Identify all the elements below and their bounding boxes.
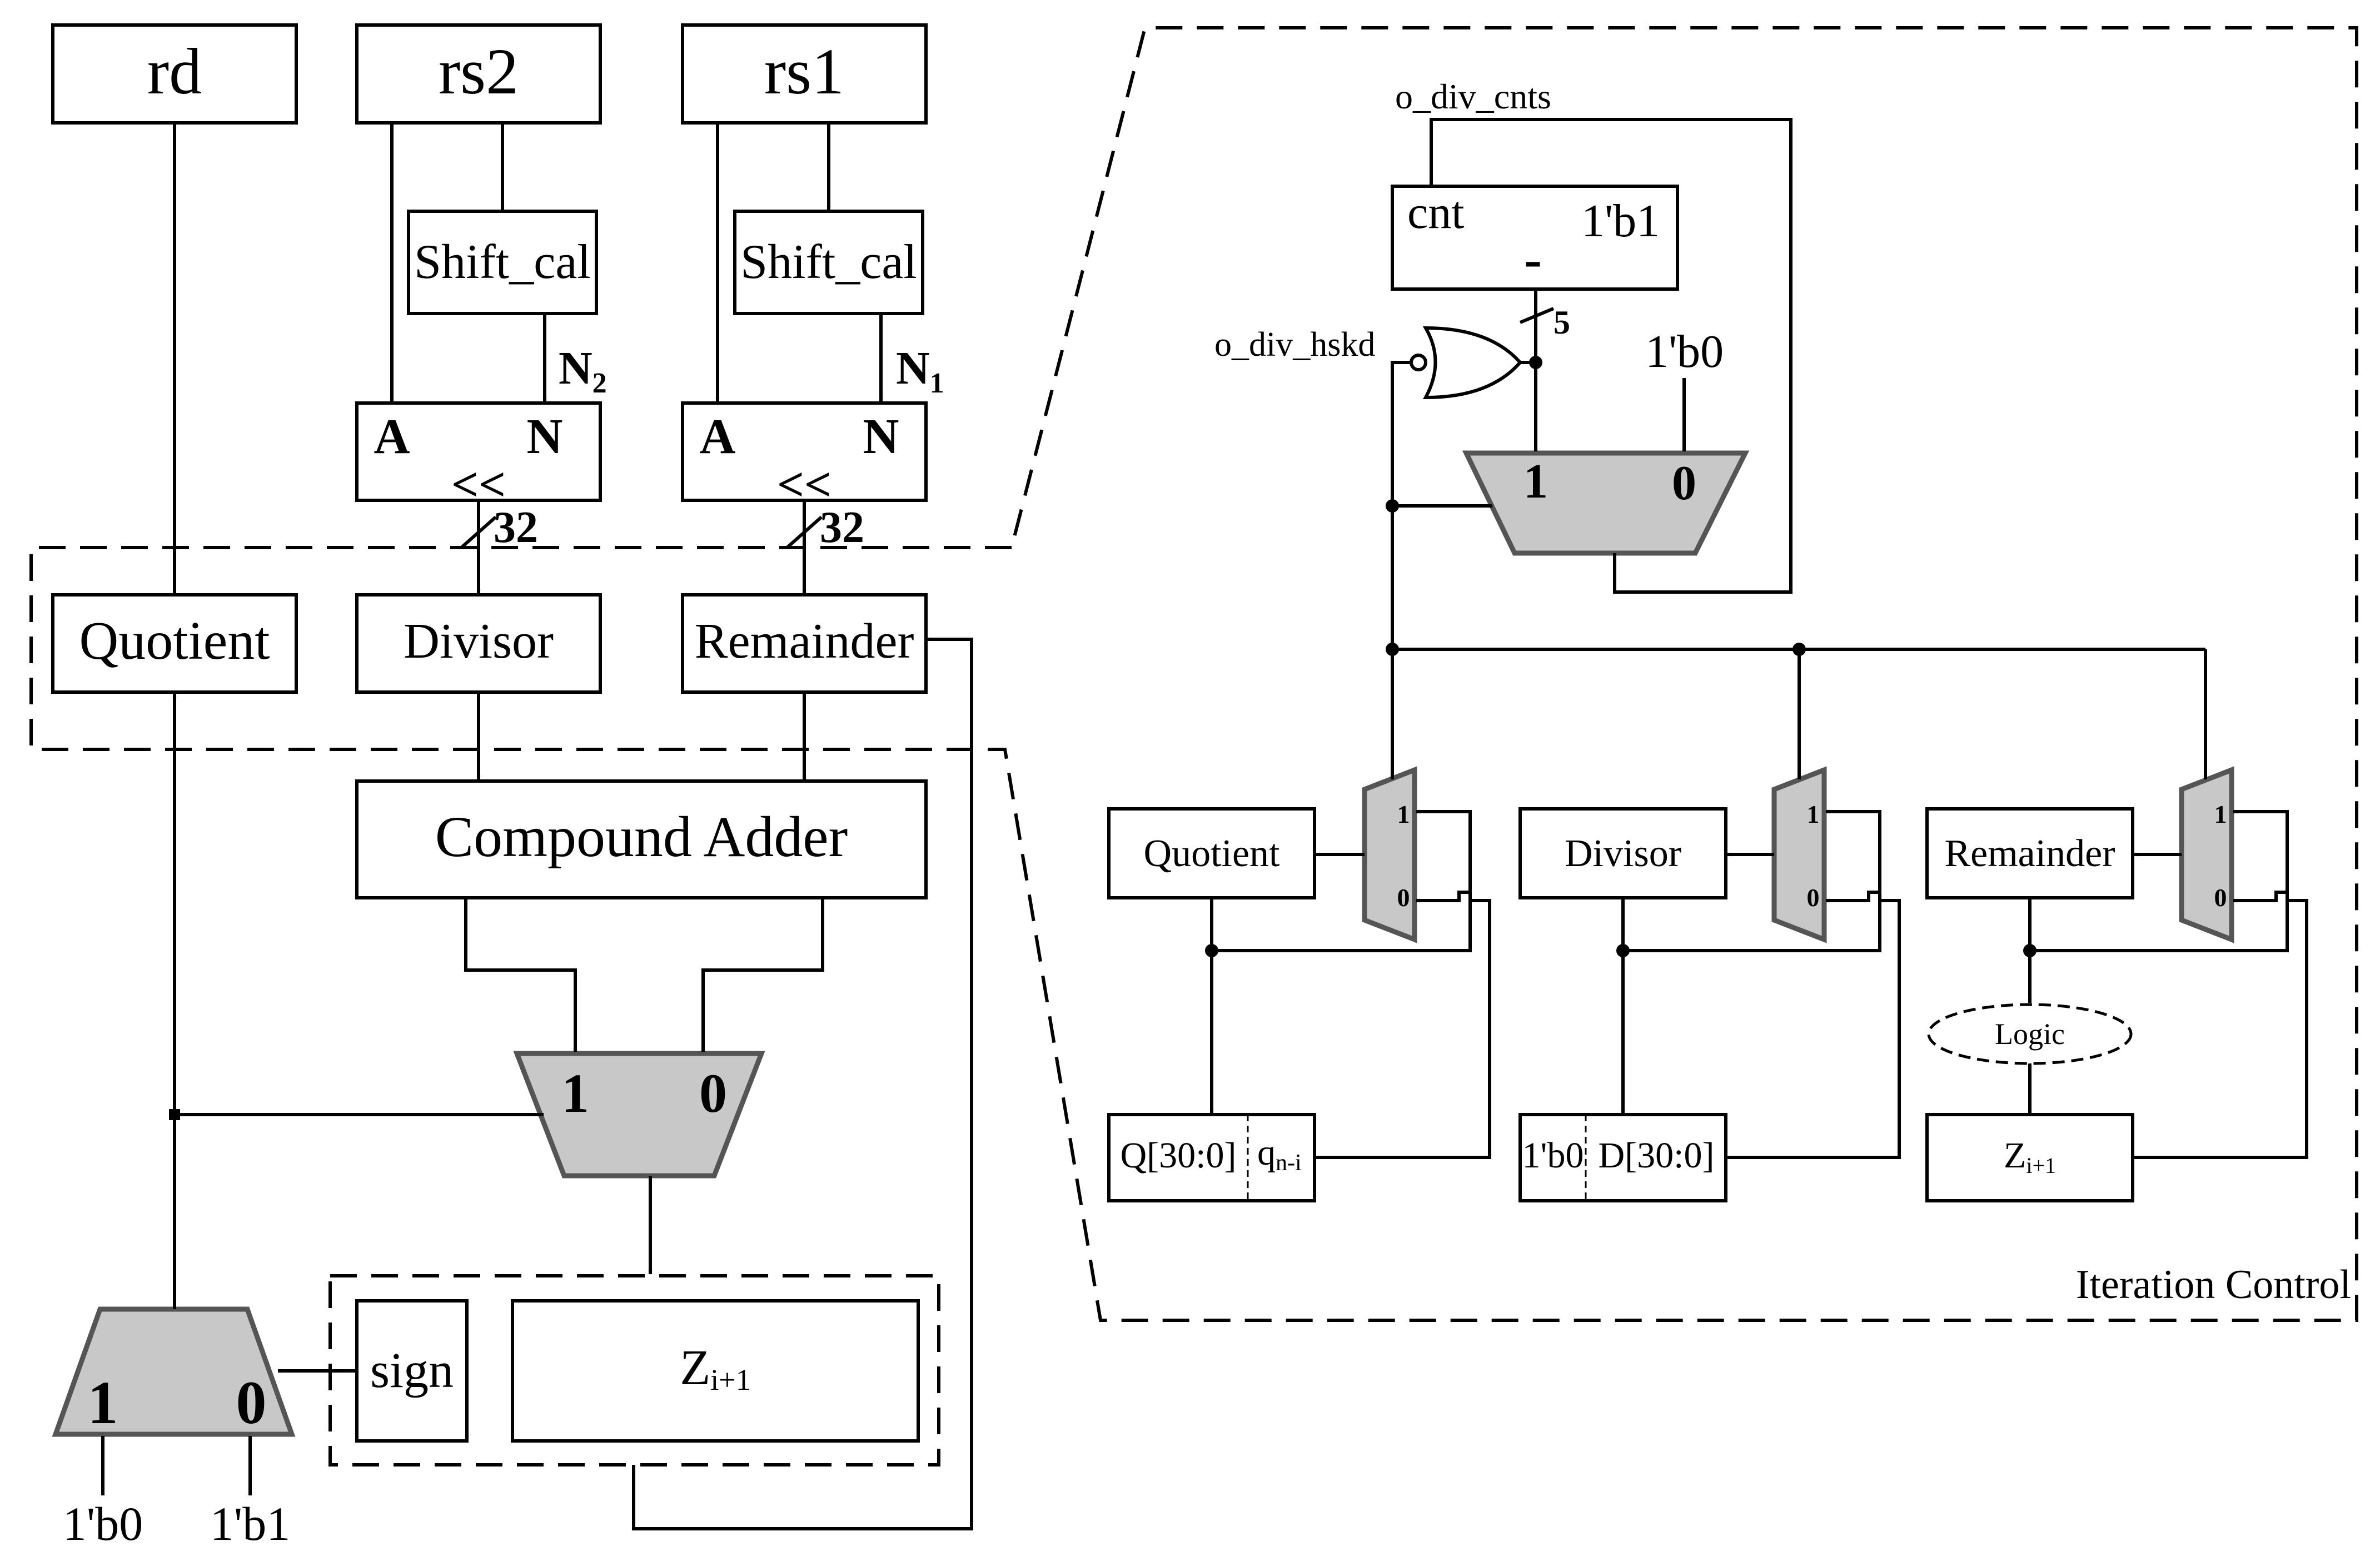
n1-label: N1 (896, 342, 944, 399)
iteration-control-label: Iteration Control (2076, 1262, 2351, 1308)
cnt-label: cnt (1407, 187, 1465, 238)
logic-block: Logic (1927, 1003, 2133, 1065)
adder-mux-in0: 0 (699, 1062, 727, 1124)
quotient-bit-mux: 1 0 (52, 1306, 296, 1437)
rs2-label: rs2 (439, 35, 519, 108)
iter-divisor-label: Divisor (1565, 832, 1681, 875)
quotient-update-mux: 1 0 (1362, 766, 1417, 943)
shifter-rs2: A N << (355, 401, 602, 511)
z-next-box: Zi+1 (511, 1299, 920, 1443)
q-mux-in0: 0 (1397, 883, 1410, 912)
sign-bit-box: sign (355, 1299, 469, 1443)
shifter-rs1-n: N (863, 409, 899, 464)
divisor-register: Divisor (355, 593, 602, 694)
width-32-rs2: 32 (494, 503, 538, 552)
o-div-hskd-label: o_div_hskd (1214, 326, 1375, 364)
iter-z-box: Zi+1 (1925, 1113, 2134, 1202)
width-5-label: 5 (1554, 304, 1570, 341)
shifter-rs1-a: A (700, 409, 736, 464)
remainder-register: Remainder (681, 593, 928, 694)
quotient-mux-in0: 0 (236, 1369, 267, 1436)
d-mux-in0: 0 (1807, 883, 1820, 912)
iter-divisor-register: Divisor (1518, 807, 1727, 899)
shift-cal-rs2-label: Shift_cal (414, 235, 591, 289)
counter-mux-in0: 0 (1672, 456, 1696, 510)
q-lsb-label: qn-i (1257, 1132, 1302, 1176)
counter-box: cnt 1'b1 - (1391, 185, 1679, 291)
iter-remainder-register: Remainder (1925, 807, 2134, 899)
const-1b0-label: 1'b0 (63, 1497, 143, 1550)
quotient-register: Quotient (51, 593, 298, 694)
iter-quotient-register: Quotient (1107, 807, 1316, 899)
divisor-label: Divisor (404, 614, 554, 669)
iter-remainder-label: Remainder (1944, 832, 2115, 875)
shifter-rs2-n: N (527, 409, 563, 464)
d-mux-in1: 1 (1807, 800, 1820, 828)
adder-result-mux: 1 0 (513, 1051, 765, 1179)
counter-select-mux: 1 0 (1462, 450, 1750, 556)
r-mux-in1: 1 (2214, 800, 2227, 828)
const-1b1-label: 1'b1 (210, 1497, 291, 1550)
register-group-dashed-outline (29, 26, 2358, 1322)
remainder-label: Remainder (695, 614, 914, 669)
adder-mux-in1: 1 (561, 1062, 589, 1124)
shift-cal-rs1: Shift_cal (733, 210, 924, 315)
cnt-const-label: 1'b1 (1581, 195, 1660, 247)
counter-mux-in1: 1 (1523, 455, 1548, 509)
divisor-update-mux: 1 0 (1771, 766, 1827, 943)
left-datapath-wires (101, 123, 973, 1530)
rs1-label: rs1 (764, 35, 844, 108)
o-div-cnts-label: o_div_cnts (1395, 77, 1551, 116)
shifter-rs2-a: A (374, 409, 410, 464)
d-msb-label: 1'b0 (1522, 1135, 1584, 1176)
n2-label: N2 (559, 342, 607, 399)
quotient-label: Quotient (79, 611, 270, 671)
quotient-mux-in1: 1 (88, 1369, 118, 1436)
minus-label: - (1524, 229, 1542, 289)
logic-label: Logic (1995, 1017, 2065, 1051)
rs2-register: rs2 (355, 23, 602, 125)
shift-cal-rs2: Shift_cal (407, 210, 598, 315)
rs1-register: rs1 (681, 23, 928, 125)
compound-adder: Compound Adder (355, 779, 928, 899)
width-32-rs1: 32 (820, 503, 864, 552)
divisor-shift-box: 1'b0 D[30:0] (1518, 1113, 1727, 1202)
compound-adder-label: Compound Adder (435, 805, 848, 869)
r-mux-in0: 0 (2214, 883, 2227, 912)
rd-register: rd (51, 23, 298, 125)
d-field-label: D[30:0] (1599, 1135, 1715, 1176)
z-next-label: Zi+1 (680, 1340, 750, 1396)
shift-cal-rs1-label: Shift_cal (740, 235, 917, 289)
iter-z-label: Zi+1 (2004, 1135, 2056, 1178)
quotient-shift-box: Q[30:0] qn-i (1107, 1113, 1316, 1202)
iter-quotient-label: Quotient (1144, 832, 1281, 875)
iteration-control-wires (1205, 118, 2308, 1159)
nor-gate (1410, 326, 1522, 400)
shifter-rs1: A N << (681, 401, 928, 511)
q-field-label: Q[30:0] (1121, 1135, 1237, 1176)
q-mux-in1: 1 (1397, 800, 1410, 828)
const-1b0-right: 1'b0 (1645, 326, 1724, 377)
remainder-update-mux: 1 0 (2179, 766, 2234, 943)
rd-label: rd (147, 35, 202, 108)
sign-label: sign (370, 1343, 454, 1398)
